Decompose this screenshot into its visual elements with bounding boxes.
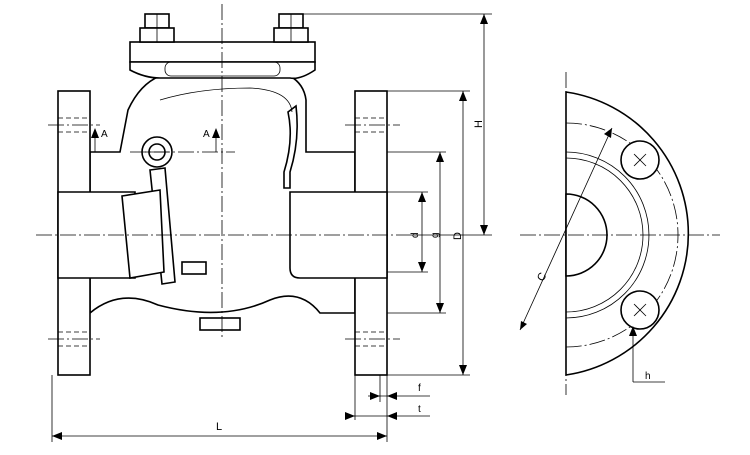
bolt-hole-top bbox=[620, 140, 660, 180]
dim-label-C: C bbox=[535, 271, 549, 284]
flange-bore bbox=[565, 193, 608, 277]
dimensions: H D g d L f bbox=[51, 13, 492, 442]
bolt-hole-bottom bbox=[620, 290, 660, 330]
side-view: A A bbox=[36, 4, 410, 376]
flange-face-view: C h bbox=[519, 72, 720, 395]
section-mark-right: A bbox=[203, 129, 210, 140]
dim-label-H: H bbox=[473, 120, 485, 128]
dim-label-g: g bbox=[430, 232, 441, 238]
section-mark-left: A bbox=[101, 129, 108, 140]
dim-label-f: f bbox=[418, 383, 421, 394]
dim-label-h: h bbox=[645, 371, 651, 382]
bonnet bbox=[129, 41, 316, 63]
dim-label-t: t bbox=[418, 404, 421, 415]
cover-bolt-right bbox=[273, 13, 309, 43]
bottom-boss bbox=[199, 317, 241, 331]
dim-label-D: D bbox=[452, 232, 464, 240]
dim-label-d: d bbox=[410, 232, 421, 238]
dim-label-L: L bbox=[216, 421, 222, 433]
bonnet-neck bbox=[129, 61, 316, 80]
cover-bolt-left bbox=[139, 13, 175, 43]
